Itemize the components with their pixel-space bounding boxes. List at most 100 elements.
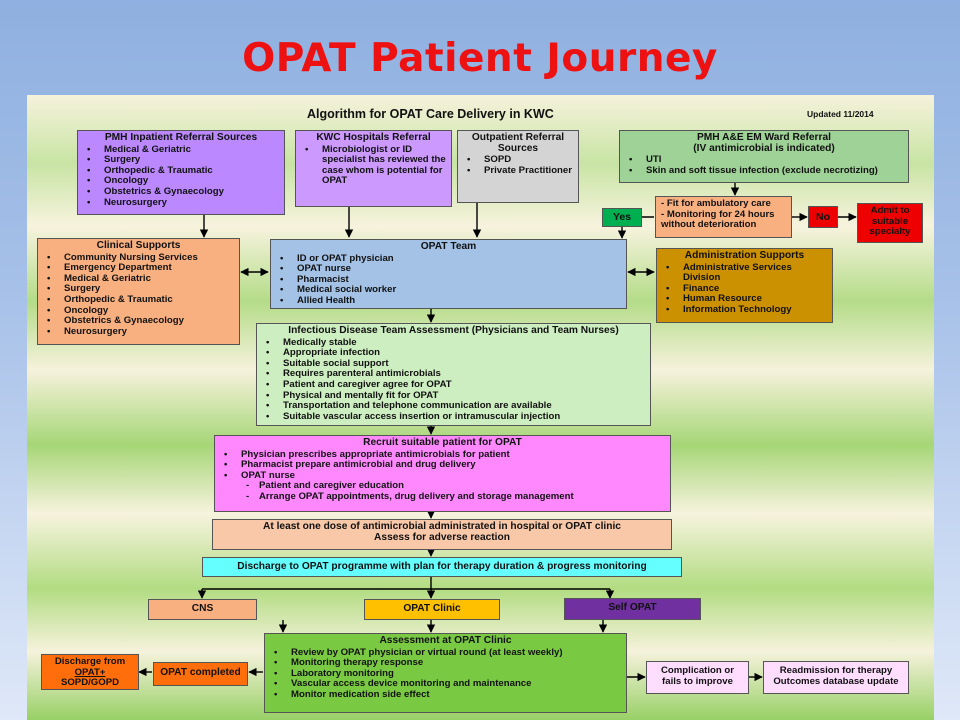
- list-item: ID or OPAT physician: [280, 253, 621, 265]
- list-item: Monitoring therapy response: [274, 658, 621, 669]
- complication-label: Complication or fails to improve: [660, 665, 735, 687]
- assessment-opat-clinic-box: Assessment at OPAT Clinic Review by OPAT…: [264, 633, 627, 713]
- list-item: Skin and soft tissue infection (exclude …: [629, 165, 903, 177]
- discharge-from-box: Discharge from OPAT+ SOPD/GOPD: [41, 654, 139, 690]
- pmh-inpatient-referral-box: PMH Inpatient Referral Sources Medical &…: [77, 130, 285, 215]
- opat-completed-box: OPAT completed: [153, 662, 248, 686]
- list-item: Private Practitioner: [467, 165, 573, 177]
- self-opat-box: Self OPAT: [564, 598, 701, 620]
- admit-label: Admit to suitable specialty: [869, 205, 911, 238]
- list-item: Suitable social support: [266, 358, 645, 370]
- assess-title: Infectious Disease Team Assessment (Phys…: [288, 325, 619, 336]
- admin-title: Administration Supports: [684, 250, 805, 261]
- updated-date: Updated 11/2014: [807, 109, 874, 119]
- list-item: Medical & Geriatric: [47, 273, 234, 285]
- list-item: Obstetrics & Gynaecology: [87, 186, 279, 198]
- list-item: Medical social worker: [280, 285, 621, 296]
- list-item: UTI: [629, 155, 903, 166]
- list-item: Physical and mentally fit for OPAT: [266, 390, 645, 402]
- fit-item: - Monitoring for 24 hours without deteri…: [661, 208, 775, 231]
- outpatient-referral-box: Outpatient Referral Sources SOPD Private…: [457, 130, 579, 203]
- yes-box: Yes: [602, 208, 642, 227]
- list-item: Patient and caregiver agree for OPAT: [266, 379, 645, 391]
- self-opat-label: Self OPAT: [608, 602, 657, 613]
- list-item: Microbiologist or ID specialist has revi…: [305, 144, 446, 187]
- list-item: Oncology: [47, 305, 234, 317]
- list-item: Physician prescribes appropriate antimic…: [224, 449, 665, 461]
- list-item: OPAT nurse: [280, 264, 621, 275]
- first-dose-box: At least one dose of antimicrobial admin…: [212, 519, 672, 550]
- ae-subtitle: (IV antimicrobial is indicated): [693, 142, 835, 154]
- opat-team-box: OPAT Team ID or OPAT physician OPAT nurs…: [270, 239, 627, 309]
- kwc-title: KWC Hospitals Referral: [316, 132, 431, 143]
- list-item: Appropriate infection: [266, 348, 645, 359]
- readmission-line-2: Outcomes database update: [773, 675, 899, 687]
- opat-completed-label: OPAT completed: [160, 667, 241, 678]
- no-label: No: [816, 211, 830, 223]
- list-item: Monitor medication side effect: [274, 689, 621, 701]
- list-item: Obstetrics & Gynaecology: [47, 316, 234, 327]
- list-item: Emergency Department: [47, 263, 234, 274]
- recruit-patient-box: Recruit suitable patient for OPAT Physic…: [214, 435, 671, 512]
- clinical-supports-box: Clinical Supports Community Nursing Serv…: [37, 238, 240, 345]
- list-item: Orthopedic & Traumatic: [47, 294, 234, 306]
- list-item: Medically stable: [266, 337, 645, 349]
- list-item: Pharmacist prepare antimicrobial and dru…: [224, 460, 665, 471]
- list-item: SOPD: [467, 155, 573, 166]
- list-item: Information Technology: [666, 304, 827, 316]
- list-item: Laboratory monitoring: [274, 668, 621, 680]
- outpatient-title: Outpatient Referral Sources: [471, 132, 565, 154]
- kwc-hospitals-referral-box: KWC Hospitals Referral Microbiologist or…: [295, 130, 452, 207]
- ae-title: PMH A&E EM Ward Referral: [697, 132, 831, 143]
- list-item: Transportation and telephone communicati…: [266, 401, 645, 412]
- opat-team-title: OPAT Team: [420, 241, 477, 252]
- list-item: Community Nursing Services: [47, 252, 234, 264]
- list-item: Neurosurgery: [87, 197, 279, 209]
- no-box: No: [808, 206, 838, 228]
- list-subitem: Patient and caregiver education: [246, 481, 665, 492]
- cns-box: CNS: [148, 599, 257, 620]
- dose-line-2: Assess for adverse reaction: [374, 531, 510, 543]
- administration-supports-box: Administration Supports Administrative S…: [656, 248, 833, 323]
- list-item: Oncology: [87, 176, 279, 187]
- yes-label: Yes: [612, 211, 632, 223]
- discharge-to-opat-box: Discharge to OPAT programme with plan fo…: [202, 557, 682, 577]
- opat-clinic-box: OPAT Clinic: [364, 599, 500, 620]
- list-item: Surgery: [87, 155, 279, 166]
- list-item: Finance: [666, 283, 827, 295]
- list-item: Requires parenteral antimicrobials: [266, 369, 645, 380]
- list-item: Review by OPAT physician or virtual roun…: [274, 647, 621, 659]
- list-item: Neurosurgery: [47, 326, 234, 338]
- opat-clinic-label: OPAT Clinic: [403, 603, 461, 614]
- flowchart-panel: Algorithm for OPAT Care Delivery in KWC …: [27, 95, 934, 720]
- list-item: Surgery: [47, 284, 234, 295]
- list-item: Vascular access device monitoring and ma…: [274, 679, 621, 690]
- ae-em-ward-referral-box: PMH A&E EM Ward Referral (IV antimicrobi…: [619, 130, 909, 183]
- algorithm-title: Algorithm for OPAT Care Delivery in KWC: [307, 107, 554, 121]
- list-item: Human Resource: [666, 294, 827, 305]
- pmh-inpatient-title: PMH Inpatient Referral Sources: [104, 132, 258, 143]
- list-item: OPAT nurse: [224, 470, 665, 482]
- assess-clinic-title: Assessment at OPAT Clinic: [379, 635, 512, 646]
- cns-label: CNS: [191, 603, 214, 614]
- discharge-from-line-3: SOPD/GOPD: [60, 677, 120, 689]
- discharge-from-line-2: OPAT+: [74, 666, 106, 678]
- fit-for-ambulatory-box: - Fit for ambulatory care - Monitoring f…: [655, 196, 792, 238]
- clinical-title: Clinical Supports: [96, 240, 181, 251]
- dose-line-1: At least one dose of antimicrobial admin…: [263, 521, 621, 532]
- recruit-title: Recruit suitable patient for OPAT: [363, 437, 522, 448]
- discharge-from-line-1: Discharge from: [54, 656, 126, 667]
- flow-arrows: [138, 183, 857, 682]
- readmission-box: Readmission for therapy Outcomes databas…: [763, 661, 909, 694]
- fit-item: - Fit for ambulatory care: [661, 198, 771, 209]
- list-item: Administrative Services Division: [666, 262, 827, 284]
- page-title: OPAT Patient Journey: [242, 36, 718, 81]
- list-item: Pharmacist: [280, 274, 621, 286]
- list-item: Orthopedic & Traumatic: [87, 165, 279, 177]
- complication-box: Complication or fails to improve: [646, 661, 749, 694]
- id-team-assessment-box: Infectious Disease Team Assessment (Phys…: [256, 323, 651, 426]
- list-subitem: Arrange OPAT appointments, drug delivery…: [246, 491, 665, 503]
- readmission-line-1: Readmission for therapy: [779, 665, 893, 676]
- discharge-label: Discharge to OPAT programme with plan fo…: [237, 561, 647, 572]
- list-item: Allied Health: [280, 295, 621, 307]
